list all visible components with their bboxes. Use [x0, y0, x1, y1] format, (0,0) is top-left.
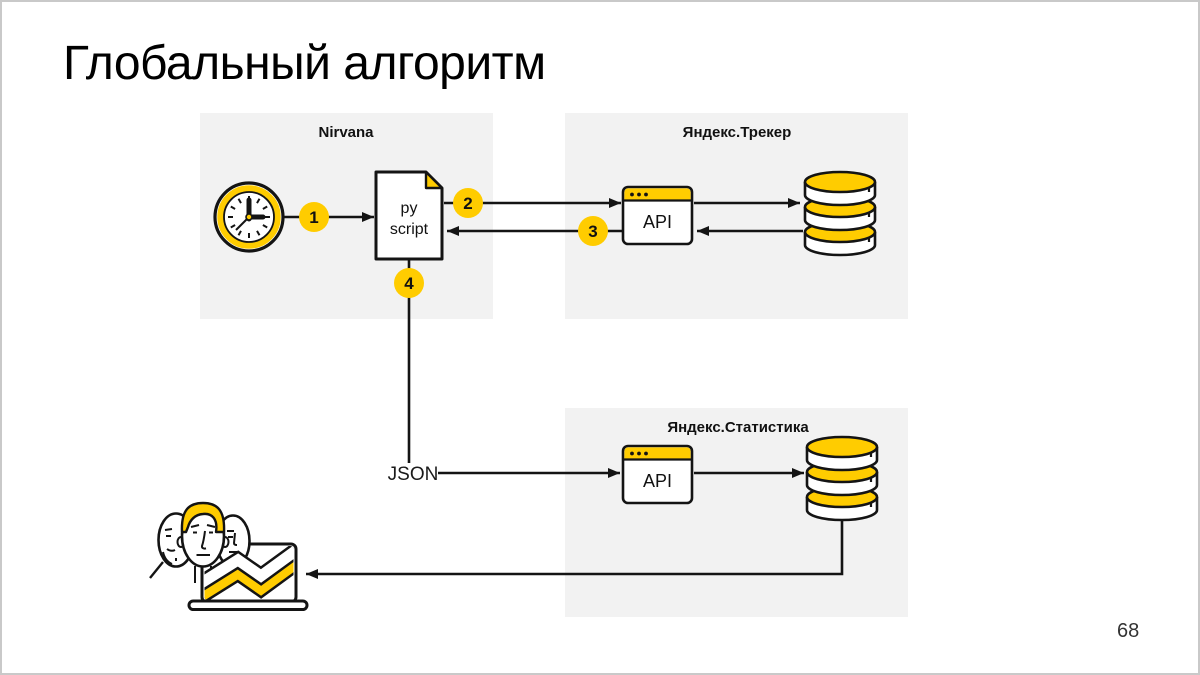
py-script-document-icon: py script	[374, 170, 444, 261]
svg-text:1: 1	[309, 208, 318, 227]
tracker-database-icon	[803, 170, 877, 257]
json-edge-label: JSON	[388, 464, 439, 485]
window-dots	[630, 192, 648, 197]
statistics-group-label: Яндекс.Статистика	[667, 419, 809, 436]
tracker-api-window-icon: API	[621, 185, 694, 246]
nirvana-group-label: Nirvana	[318, 124, 374, 141]
clock-icon	[213, 181, 285, 253]
step-badge-4: 4	[394, 268, 424, 298]
tracker-api-label: API	[643, 212, 672, 232]
window-dots	[630, 451, 648, 456]
py-script-label-line1: py	[401, 200, 418, 217]
svg-text:2: 2	[463, 194, 472, 213]
statistics-api-window-icon: API	[621, 444, 694, 505]
step-badge-1: 1	[299, 202, 329, 232]
svg-text:3: 3	[588, 222, 597, 241]
tracker-group-label: Яндекс.Трекер	[683, 124, 792, 141]
laptop-chart	[204, 546, 294, 600]
statistics-database-icon	[805, 435, 879, 522]
hair	[180, 501, 226, 534]
py-script-label-line2: script	[390, 221, 429, 238]
step-badge-3: 3	[578, 216, 608, 246]
db-disk	[805, 435, 879, 472]
db-disk	[803, 170, 877, 207]
svg-text:4: 4	[404, 274, 414, 293]
laptop-base	[187, 599, 309, 611]
team-laptop-chart-icon	[149, 501, 309, 611]
page-title: Глобальный алгоритм	[63, 37, 546, 90]
statistics-api-label: API	[643, 471, 672, 491]
step-badge-2: 2	[453, 188, 483, 218]
page-number: 68	[1117, 620, 1140, 642]
